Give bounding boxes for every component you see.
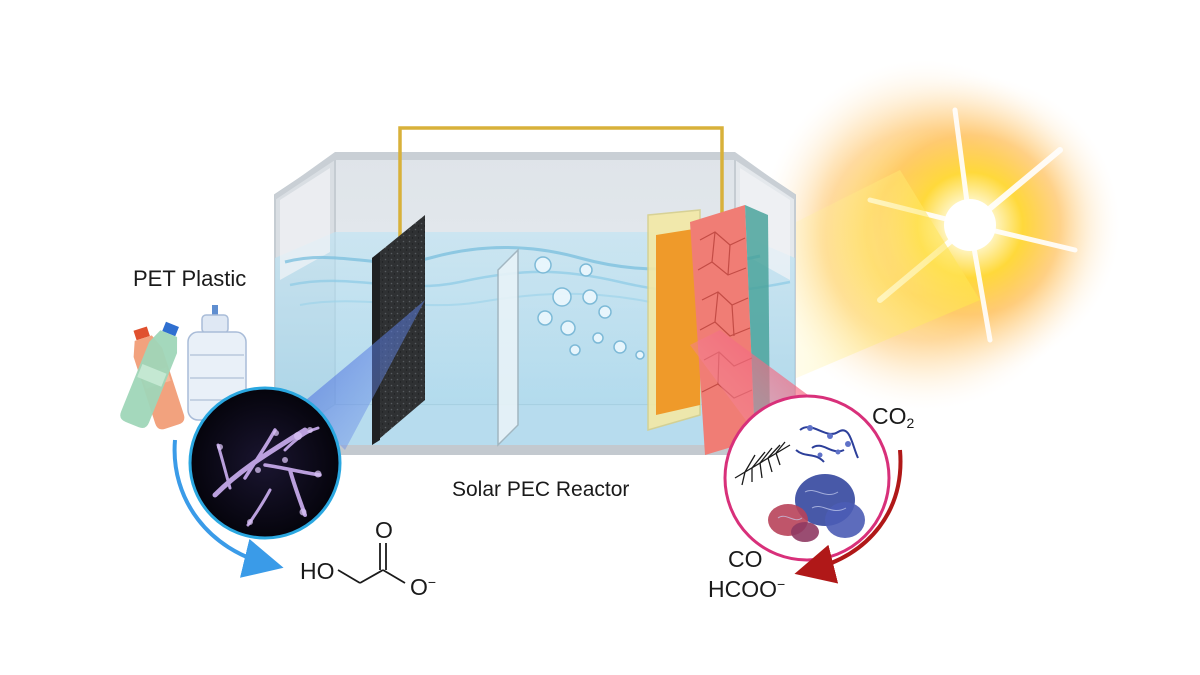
light-beam	[760, 170, 980, 385]
anode-zoom-beam	[300, 300, 425, 450]
co-product-label: CO	[728, 546, 763, 572]
co2-label: CO2	[872, 403, 915, 431]
anode-conversion-arrow	[172, 439, 284, 578]
glycolate-structure	[337, 543, 406, 584]
pet-plastic-label: PET Plastic	[133, 266, 247, 291]
glycolate-ho: HO	[300, 558, 335, 584]
glycolate-charge: −	[427, 574, 437, 590]
co2-subscript: 2	[906, 415, 915, 431]
glycolate-carboxylate-o: O−	[410, 575, 436, 599]
glycolate-carbonyl-o: O	[375, 517, 393, 543]
membrane	[497, 248, 519, 447]
enzyme-structure-icon	[723, 394, 891, 562]
glycolate-o-text: O	[410, 574, 428, 600]
co2-formula: CO	[872, 403, 907, 429]
dendrite-catalyst-icon	[188, 386, 342, 540]
cathode-conversion-arrow	[794, 449, 903, 584]
external-wire	[398, 126, 724, 240]
bubbles-icon	[534, 256, 645, 360]
formate-product-label: HCOO−	[708, 577, 785, 601]
formate-text: HCOO	[708, 576, 777, 602]
formate-charge: −	[777, 576, 786, 592]
reactor-label: Solar PEC Reactor	[452, 478, 630, 501]
